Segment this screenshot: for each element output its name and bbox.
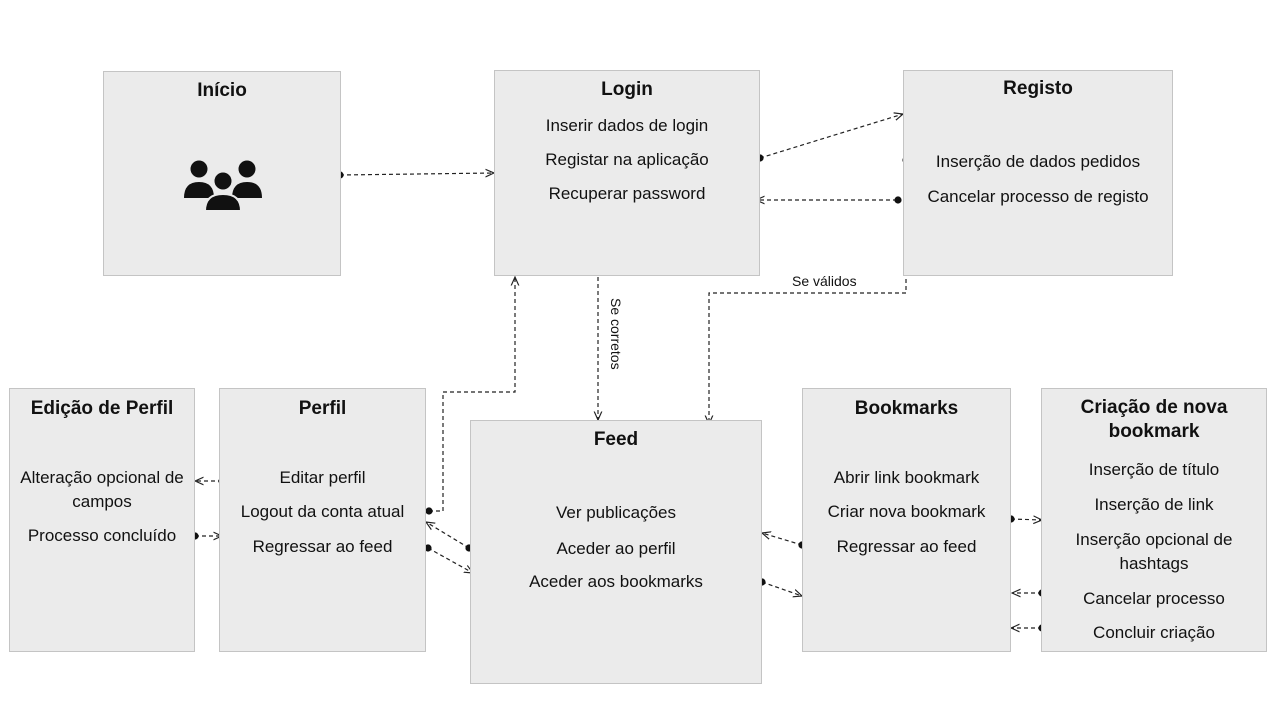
link-inicio-login — [339, 173, 494, 175]
edicao-item-processo-concluido[interactable]: Processo concluído — [27, 526, 177, 545]
criacao-bookmark-title: Criação de nova bookmark — [1080, 397, 1228, 442]
login-item-registar[interactable]: Registar na aplicação — [545, 150, 709, 169]
registo-box: Registo Inserção de dados pedidos Cancel… — [903, 70, 1173, 276]
bookmarks-item-criar-nova[interactable]: Criar nova bookmark — [827, 502, 986, 521]
login-title: Login — [601, 79, 653, 100]
registo-item-insercao-dados[interactable]: Inserção de dados pedidos — [935, 152, 1141, 171]
link-login-registo — [759, 114, 903, 159]
inicio-title: Início — [197, 80, 247, 101]
users-group-icon — [184, 160, 262, 212]
perfil-item-regressar-feed[interactable]: Regressar ao feed — [252, 537, 393, 556]
criacao-item-titulo[interactable]: Inserção de título — [1088, 460, 1220, 479]
inicio-box: Início — [103, 71, 341, 276]
perfil-item-editar[interactable]: Editar perfil — [279, 468, 366, 487]
feed-item-aceder-perfil[interactable]: Aceder ao perfil — [556, 539, 676, 558]
link-bookmarks-criacao — [1010, 519, 1042, 520]
bookmarks-box: Bookmarks Abrir link bookmark Criar nova… — [802, 388, 1011, 652]
criacao-item-concluir[interactable]: Concluir criação — [1093, 623, 1215, 642]
feed-item-aceder-bookmarks[interactable]: Aceder aos bookmarks — [529, 572, 703, 591]
link-bookmarks-feed — [762, 533, 803, 546]
feed-item-ver-publicacoes[interactable]: Ver publicações — [555, 503, 677, 522]
criacao-item-hashtags[interactable]: Inserção opcional de hashtags — [1075, 530, 1233, 573]
link-perfil-feed — [427, 547, 473, 573]
registo-item-cancelar[interactable]: Cancelar processo de registo — [927, 187, 1149, 206]
login-box: Login Inserir dados de login Registar na… — [494, 70, 760, 276]
feed-title: Feed — [593, 429, 639, 450]
link-login-feed — [498, 117, 598, 420]
perfil-item-logout[interactable]: Logout da conta atual — [240, 502, 405, 521]
link-feed-perfil — [426, 522, 470, 549]
feed-box: Feed Ver publicações Aceder ao perfil Ac… — [470, 420, 762, 684]
link-feed-bookmarks — [761, 581, 802, 596]
perfil-title: Perfil — [298, 398, 347, 419]
criacao-item-link[interactable]: Inserção de link — [1094, 495, 1214, 514]
login-item-recuperar-password[interactable]: Recuperar password — [548, 184, 706, 203]
criacao-bookmark-box: Criação de nova bookmark Inserção de tít… — [1041, 388, 1267, 652]
link-perfil-login — [429, 277, 515, 512]
bookmarks-title: Bookmarks — [854, 398, 959, 419]
edicao-item-alteracao-campos[interactable]: Alteração opcional de campos — [20, 468, 184, 511]
registo-title: Registo — [1003, 78, 1073, 99]
edicao-perfil-box: Edição de Perfil Alteração opcional de c… — [9, 388, 195, 652]
label-se-corretos: Se corretos — [608, 298, 624, 370]
edicao-perfil-title: Edição de Perfil — [30, 398, 174, 419]
bookmarks-item-regressar-feed[interactable]: Regressar ao feed — [836, 537, 977, 556]
criacao-item-cancelar[interactable]: Cancelar processo — [1083, 589, 1225, 608]
bookmarks-item-abrir-link[interactable]: Abrir link bookmark — [833, 468, 980, 487]
login-item-inserir-dados[interactable]: Inserir dados de login — [545, 116, 709, 135]
label-se-validos: Se válidos — [792, 273, 857, 289]
perfil-box: Perfil Editar perfil Logout da conta atu… — [219, 388, 426, 652]
